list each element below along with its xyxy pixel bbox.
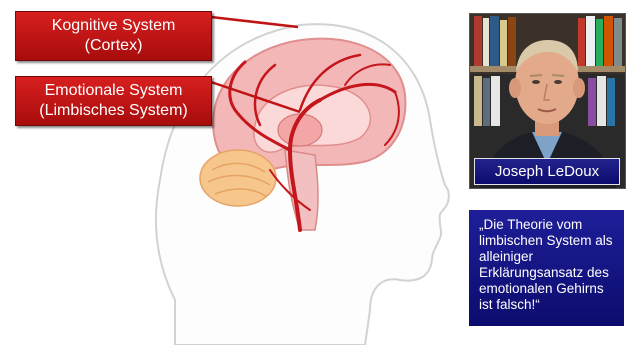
- quote-box: „Die Theorie vom limbischen System als a…: [469, 210, 624, 326]
- person-name-plate: Joseph LeDoux: [474, 158, 620, 185]
- cognitive-system-subtitle: (Cortex): [16, 36, 211, 56]
- cognitive-system-label: Kognitive System (Cortex): [15, 11, 212, 61]
- emotional-system-label: Emotionale System (Limbisches System): [15, 76, 212, 126]
- cerebellum: [200, 150, 276, 206]
- quote-text: „Die Theorie vom limbischen System als a…: [479, 217, 618, 313]
- emotional-system-subtitle: (Limbisches System): [16, 101, 211, 121]
- leader-line-cognitive: [211, 17, 298, 27]
- emotional-system-title: Emotionale System: [16, 81, 211, 101]
- cognitive-system-title: Kognitive System: [16, 16, 211, 36]
